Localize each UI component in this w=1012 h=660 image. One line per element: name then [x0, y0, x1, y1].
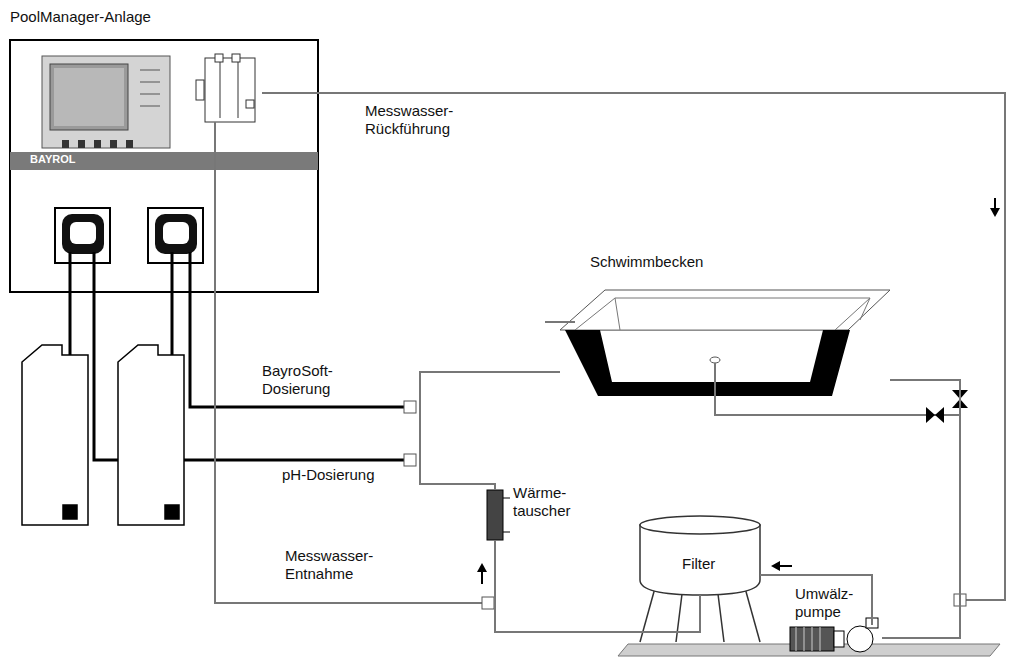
flow-arrow [477, 198, 1000, 584]
dosing-fitting [404, 401, 966, 609]
filter: Filter [640, 515, 760, 595]
node-label: Wärme- tauscher [513, 484, 571, 520]
control-panel: PoolManager-Anlage [10, 40, 318, 292]
measuring-line [215, 93, 1005, 603]
pipe [882, 380, 960, 638]
measuring-cell [196, 54, 255, 122]
pipe-label: pH-Dosierung [282, 466, 375, 484]
pipe-label: Messwasser- Rückführung [365, 102, 453, 138]
brand-logo: BAYROL [30, 153, 75, 166]
drain-pipe [715, 396, 960, 415]
circulation-pump [790, 618, 878, 652]
valve [926, 390, 968, 423]
pipe-label: BayroSoft- Dosierung [262, 362, 333, 398]
circulation-pump: Umwälz- pumpe [790, 625, 882, 653]
controller [42, 56, 170, 148]
pipe [760, 575, 872, 625]
pool: Schwimmbecken [560, 283, 890, 398]
heat-exchanger: Wärme- tauscher [487, 490, 503, 540]
node-label: Umwälz- pumpe [795, 585, 853, 621]
pipe-label: Messwasser- Entnahme [285, 547, 373, 583]
node-label: Filter [682, 555, 715, 573]
dosing-pump [55, 208, 203, 263]
pool-basin [545, 290, 890, 396]
panel-frame [10, 40, 318, 292]
canister [22, 345, 184, 525]
pipe [495, 540, 700, 632]
node-label: Schwimmbecken [590, 253, 703, 271]
node-label: PoolManager-Anlage [10, 8, 151, 26]
brand-bar [10, 152, 318, 170]
pipe [420, 372, 560, 490]
heat-exchanger [487, 490, 510, 540]
